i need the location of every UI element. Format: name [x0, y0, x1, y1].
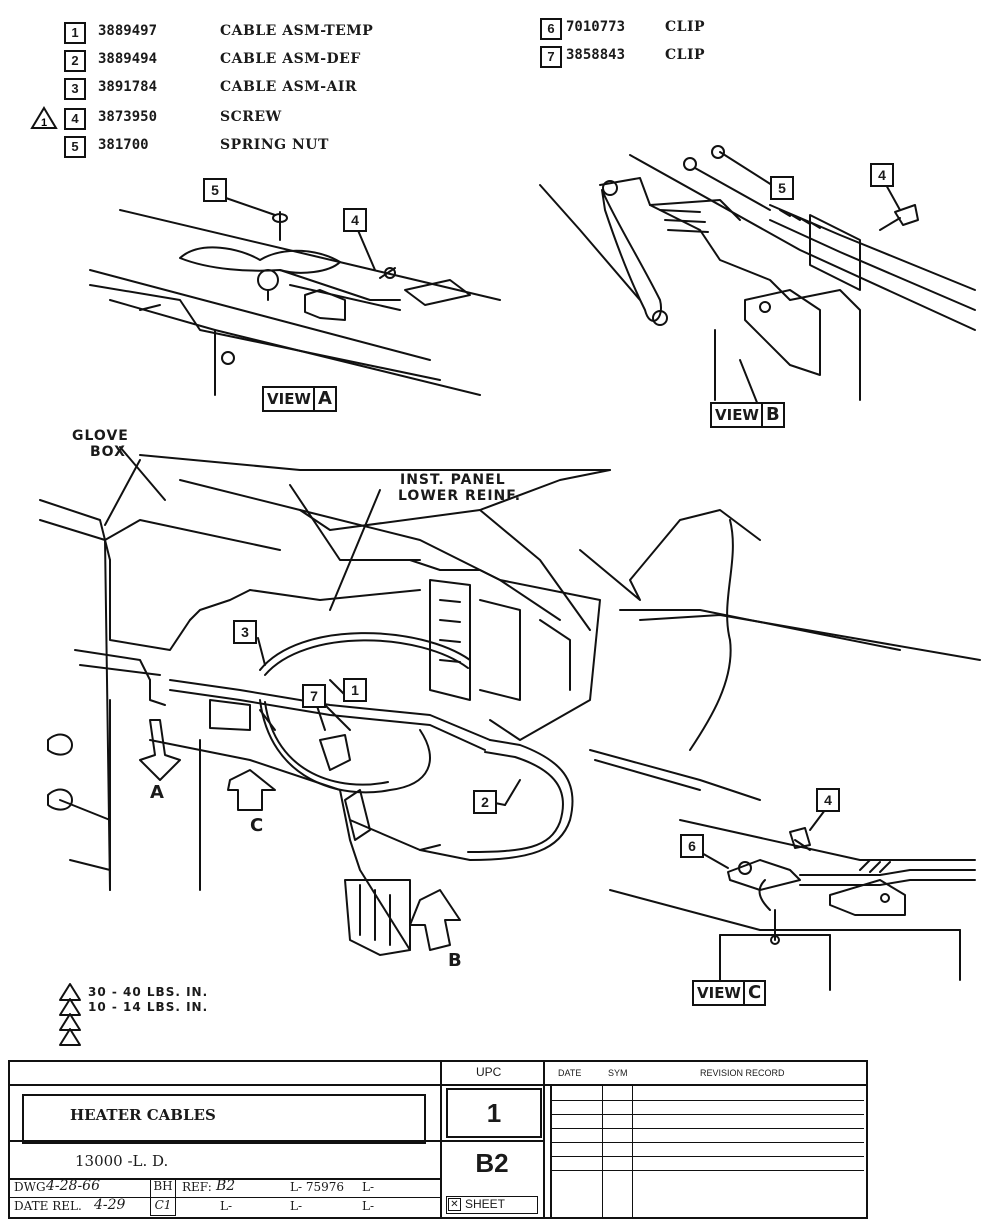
callout-4-view-b: 4 [870, 163, 894, 187]
arrow-c-label: C [250, 815, 265, 836]
part-row-2: 2 3889494 CABLE ASM-DEF [40, 50, 480, 74]
drawing-title: HEATER CABLES [70, 1106, 216, 1124]
part-number: 3889497 [98, 23, 158, 39]
arrow-a-label: A [150, 782, 165, 803]
item-number: 4 [64, 108, 86, 130]
date-rel-value: 4-29 [94, 1197, 126, 1213]
part-row-6: 6 7010773 CLIP [540, 18, 840, 42]
item-number: 3 [64, 78, 86, 100]
date-header: DATE [558, 1068, 582, 1078]
title-box [22, 1094, 426, 1144]
item-number: 2 [64, 50, 86, 72]
part-number: 3889494 [98, 51, 158, 67]
divider [543, 1062, 545, 1217]
callout-3-main: 3 [233, 620, 257, 644]
callout-leaders [222, 151, 901, 869]
main-assembly-drawing [39, 446, 981, 956]
part-row-7: 7 3858843 CLIP [540, 46, 840, 70]
callout-4-view-c: 4 [816, 788, 840, 812]
torque-note-1: 30 - 40 LBS. IN. [88, 985, 209, 999]
section-value: B2 [475, 1148, 509, 1178]
sheet-box [446, 1196, 538, 1214]
callout-6-view-c: 6 [680, 834, 704, 858]
revision-record-grid [550, 1086, 864, 1217]
glove-box-label-line-2: BOX [90, 444, 126, 460]
arrow-b-label: B [448, 950, 463, 971]
part-number: 3891784 [98, 79, 158, 95]
l-blank: L- [220, 1199, 233, 1213]
date-rel-initials: C1 [150, 1197, 176, 1216]
svg-text:1: 1 [41, 117, 47, 129]
part-name: CLIP [665, 19, 706, 35]
l-blank: L- [362, 1180, 375, 1194]
sheet-label: SHEET [465, 1197, 506, 1211]
inst-panel-label-line-1: INST. PANEL [400, 472, 506, 488]
callout-4-view-a: 4 [343, 208, 367, 232]
ref-label: REF: [182, 1180, 212, 1194]
part-number: 3858843 [566, 47, 626, 63]
part-row-3: 3 3891784 CABLE ASM-AIR [40, 78, 480, 102]
series-text: 13000 -L. D. [75, 1152, 169, 1170]
sheet-checkbox-icon: ✕ [448, 1198, 461, 1211]
part-number: 381700 [98, 137, 149, 153]
item-number: 5 [64, 136, 86, 158]
item-number: 6 [540, 18, 562, 40]
revision-header: REVISION RECORD [700, 1068, 785, 1078]
parts-list-right: 6 7010773 CLIP 7 3858843 CLIP [540, 16, 840, 76]
divider [10, 1084, 866, 1086]
sym-header: SYM [608, 1068, 628, 1078]
assembly-drawing [39, 145, 981, 1046]
part-row-4: 1 4 3873950 SCREW [30, 106, 480, 132]
part-name: CABLE ASM-AIR [220, 79, 358, 95]
ref-value: B2 [216, 1178, 236, 1194]
item-number: 7 [540, 46, 562, 68]
divider [440, 1140, 543, 1142]
callout-5-view-a: 5 [203, 178, 227, 202]
part-number: 3873950 [98, 109, 158, 125]
part-name: CABLE ASM-TEMP [220, 23, 374, 39]
view-b-drawing [539, 145, 976, 411]
l-blank: L- [290, 1199, 303, 1213]
title-block: HEATER CABLES 13000 -L. D. DWG 4-28-66 B… [8, 1060, 868, 1219]
divider [10, 1178, 440, 1180]
callout-2-main: 2 [473, 790, 497, 814]
view-a-drawing [89, 209, 501, 396]
item-number: 1 [64, 22, 86, 44]
l-number: L- 75976 [290, 1180, 345, 1194]
part-name: SCREW [220, 109, 282, 125]
torque-flag-icon: 1 [30, 106, 58, 129]
part-name: CABLE ASM-DEF [220, 51, 361, 67]
inst-panel-label-line-2: LOWER REINF. [398, 488, 522, 504]
dwg-initials: BH [150, 1178, 176, 1198]
part-row-1: 1 3889497 CABLE ASM-TEMP [40, 22, 480, 46]
divider [440, 1062, 442, 1217]
view-c-drawing [609, 819, 976, 991]
part-name: CLIP [665, 47, 706, 63]
part-name: SPRING NUT [220, 137, 329, 153]
dwg-label: DWG [14, 1180, 46, 1194]
glove-box-label-line-1: GLOVE [72, 428, 129, 444]
callout-7-main: 7 [302, 684, 326, 708]
upc-value: 1 [446, 1088, 542, 1138]
part-row-5: 5 381700 SPRING NUT [40, 136, 480, 160]
upc-header: UPC [476, 1065, 502, 1079]
torque-note-2: 10 - 14 LBS. IN. [88, 1000, 209, 1014]
date-rel-label: DATE REL. [14, 1199, 82, 1213]
divider [10, 1140, 440, 1142]
callout-5-view-b: 5 [770, 176, 794, 200]
dwg-date: 4-28-66 [46, 1178, 100, 1194]
callout-1-main: 1 [343, 678, 367, 702]
torque-legend-icons [59, 983, 81, 1046]
l-blank: L- [362, 1199, 375, 1213]
divider [10, 1197, 440, 1198]
part-number: 7010773 [566, 19, 626, 35]
